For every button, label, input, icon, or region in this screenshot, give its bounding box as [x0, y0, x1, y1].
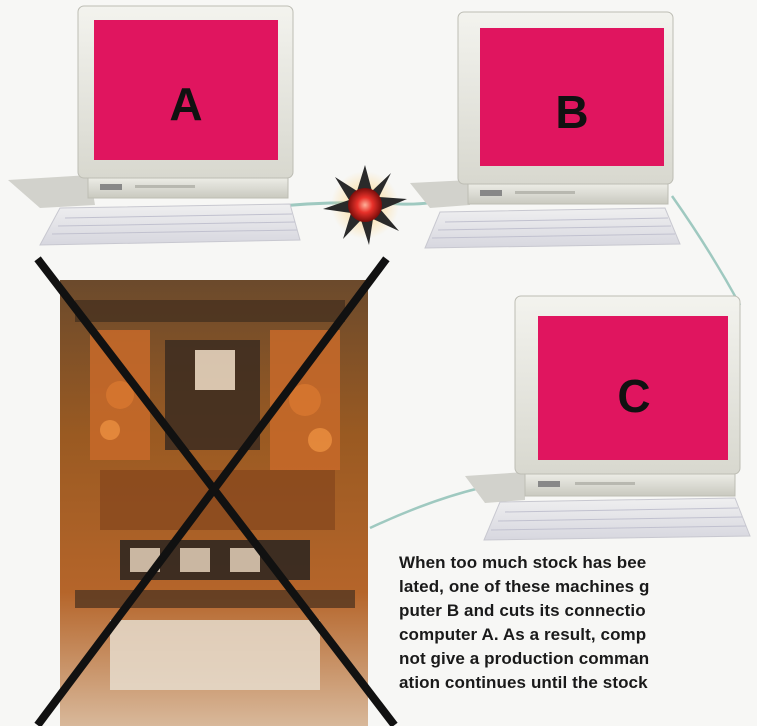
caption-line: puter B and cuts its connectio	[399, 599, 757, 623]
caption-text: When too much stock has bee lated, one o…	[399, 551, 757, 695]
computer-label-c: C	[617, 370, 650, 422]
cable-b-to-c	[672, 196, 740, 305]
caption-line: lated, one of these machines g	[399, 575, 757, 599]
factory-photo	[40, 262, 392, 726]
computer-b: B	[410, 12, 680, 248]
connection-break-icon	[323, 165, 407, 245]
computer-label-b: B	[555, 86, 588, 138]
computer-a: A	[8, 6, 300, 245]
caption-line: When too much stock has bee	[399, 551, 757, 575]
caption-line: not give a production comman	[399, 647, 757, 671]
cable-factory-to-c	[370, 488, 480, 528]
caption-line: ation continues until the stock	[399, 671, 757, 695]
computer-label-a: A	[169, 78, 202, 130]
caption-line: computer A. As a result, comp	[399, 623, 757, 647]
computer-c: C	[465, 296, 750, 540]
